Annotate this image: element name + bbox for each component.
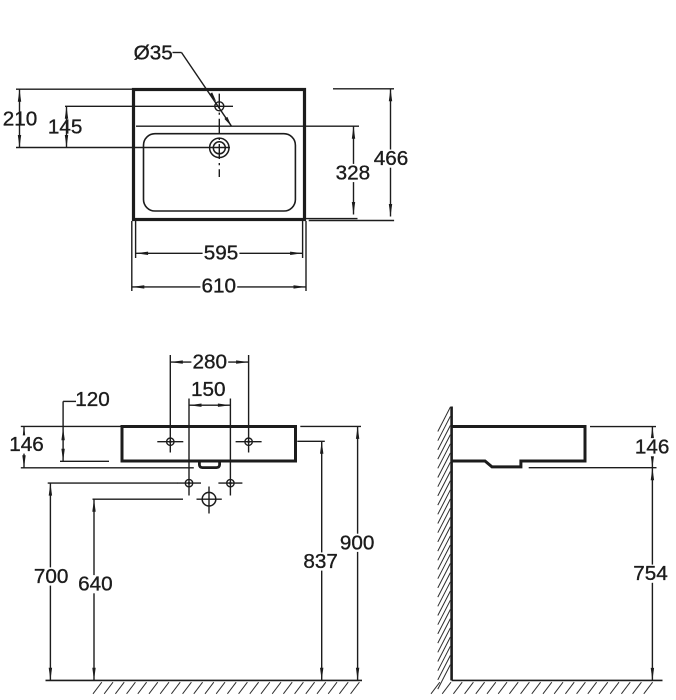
svg-text:120: 120 <box>75 388 110 411</box>
svg-text:145: 145 <box>48 116 83 139</box>
svg-text:328: 328 <box>336 162 371 185</box>
svg-text:146: 146 <box>9 433 44 456</box>
svg-text:900: 900 <box>340 531 375 554</box>
svg-text:146: 146 <box>635 436 670 459</box>
svg-text:700: 700 <box>34 565 69 588</box>
svg-text:210: 210 <box>3 108 38 131</box>
svg-text:280: 280 <box>193 351 228 374</box>
svg-text:610: 610 <box>202 274 237 297</box>
svg-text:640: 640 <box>78 573 113 596</box>
svg-text:150: 150 <box>191 378 226 401</box>
svg-text:595: 595 <box>204 241 239 264</box>
svg-text:466: 466 <box>374 147 409 170</box>
svg-text:837: 837 <box>303 550 338 573</box>
svg-text:754: 754 <box>633 562 668 585</box>
svg-text:Ø35: Ø35 <box>134 42 173 65</box>
